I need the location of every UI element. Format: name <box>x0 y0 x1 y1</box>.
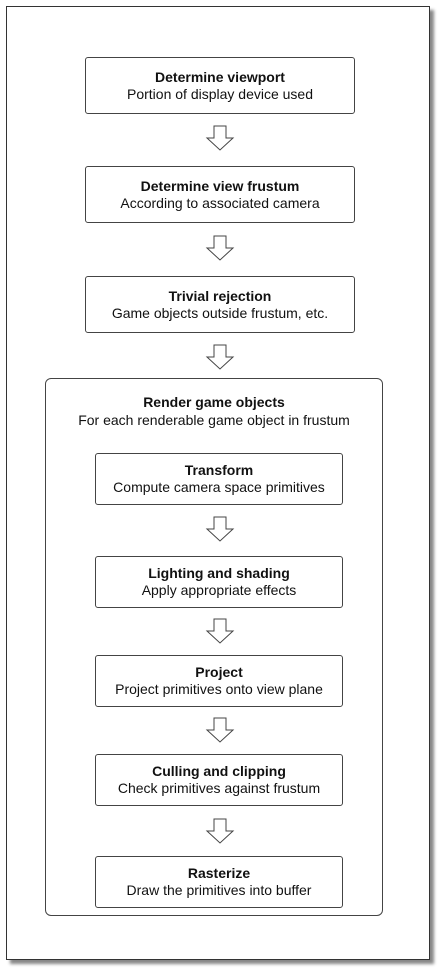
group-header: Render game objects For each renderable … <box>46 379 382 429</box>
step-culling-and-clipping: Culling and clipping Check primitives ag… <box>95 754 343 806</box>
step-title: Trivial rejection <box>168 287 272 304</box>
step-project: Project Project primitives onto view pla… <box>95 655 343 707</box>
render-game-objects-group: Render game objects For each renderable … <box>45 378 383 916</box>
step-title: Project <box>195 664 243 680</box>
step-lighting-and-shading: Lighting and shading Apply appropriate e… <box>95 556 343 608</box>
step-title: Determine viewport <box>155 68 285 85</box>
step-subtitle: According to associated camera <box>120 194 320 211</box>
step-determine-viewport: Determine viewport Portion of display de… <box>85 57 355 114</box>
down-arrow-icon <box>205 618 235 644</box>
group-title: Render game objects <box>143 394 285 410</box>
step-title: Lighting and shading <box>148 565 290 581</box>
step-determine-view-frustum: Determine view frustum According to asso… <box>85 166 355 223</box>
down-arrow-icon <box>205 818 235 844</box>
step-rasterize: Rasterize Draw the primitives into buffe… <box>95 856 343 908</box>
step-title: Determine view frustum <box>140 177 300 194</box>
step-trivial-rejection: Trivial rejection Game objects outside f… <box>85 276 355 333</box>
step-title: Transform <box>184 462 254 478</box>
down-arrow-icon <box>205 717 235 743</box>
step-subtitle: Portion of display device used <box>127 85 313 102</box>
down-arrow-icon <box>205 125 235 151</box>
step-subtitle: Compute camera space primitives <box>113 479 325 495</box>
step-subtitle: Apply appropriate effects <box>141 582 297 598</box>
step-subtitle: Game objects outside frustum, etc. <box>111 304 329 321</box>
step-subtitle: Draw the primitives into buffer <box>126 882 312 898</box>
step-title: Rasterize <box>187 865 251 881</box>
step-title: Culling and clipping <box>152 763 286 779</box>
down-arrow-icon <box>205 516 235 542</box>
down-arrow-icon <box>205 235 235 261</box>
step-subtitle: Check primitives against frustum <box>117 780 321 796</box>
down-arrow-icon <box>205 344 235 370</box>
step-subtitle: Project primitives onto view plane <box>115 681 323 697</box>
group-subtitle: For each renderable game object in frust… <box>78 412 350 428</box>
step-transform: Transform Compute camera space primitive… <box>95 453 343 505</box>
